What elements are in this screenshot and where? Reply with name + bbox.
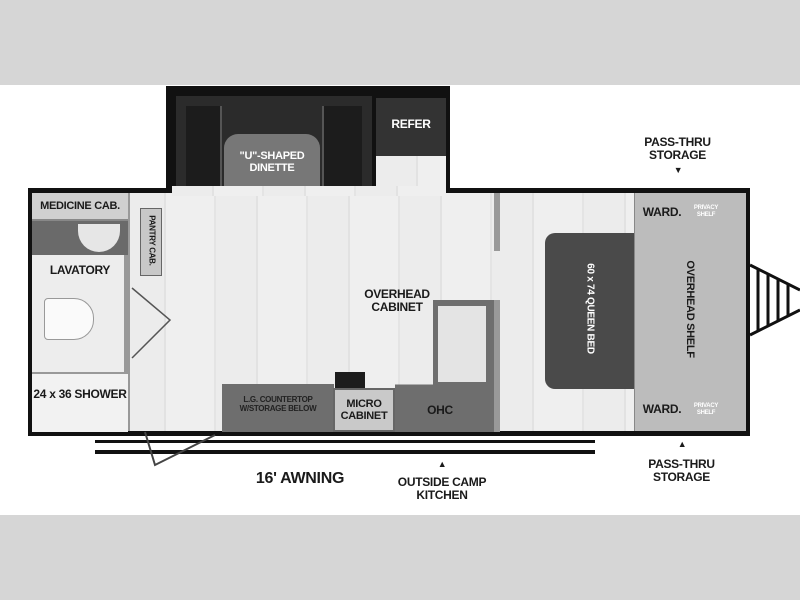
awning-rail xyxy=(95,440,595,454)
top-band xyxy=(0,0,800,85)
pantry-cabinet xyxy=(140,208,162,276)
arrow-down-icon: ▼ xyxy=(673,165,683,175)
overhead-cabinet-label: OVERHEAD CABINET xyxy=(364,287,430,315)
overhead-shelf-label: OVERHEAD SHELF xyxy=(684,260,697,358)
queen-bed xyxy=(545,233,635,389)
bathroom-door-swing xyxy=(131,287,172,359)
privacy-shelf-bottom-label: PRIVACY SHELF xyxy=(693,403,719,416)
refer-label: REFER xyxy=(391,117,431,131)
ward-top-label: WARD. xyxy=(642,205,682,219)
lavatory-label: LAVATORY xyxy=(49,263,111,277)
medicine-cab-label: MEDICINE CAB. xyxy=(40,200,120,212)
bottom-band xyxy=(0,515,800,600)
toilet-icon xyxy=(44,298,94,340)
ward-bottom-label: WARD. xyxy=(642,402,682,416)
bedroom-wall-upper xyxy=(494,193,500,251)
pass-thru-storage-bottom-label: PASS-THRU STORAGE xyxy=(648,457,715,485)
kitchen-sink-icon xyxy=(438,306,486,382)
bed-label: 60 x 74 QUEEN BED xyxy=(584,263,596,354)
micro-cabinet-label: MICRO CABINET xyxy=(340,398,388,423)
countertop xyxy=(222,384,334,432)
micro-cabinet xyxy=(333,388,395,432)
medicine-cabinet xyxy=(32,193,128,221)
pantry-cab-label: PANTRY CAB. xyxy=(147,215,157,266)
refrigerator xyxy=(376,98,446,156)
dinette-seat-left xyxy=(186,106,222,190)
shower xyxy=(32,372,128,432)
stove-icon xyxy=(335,372,365,388)
dinette-label: "U"-SHAPED DINETTE xyxy=(239,150,305,175)
slideout-opening xyxy=(172,186,446,196)
entry-door-swing xyxy=(144,431,216,467)
ohc-label: OHC xyxy=(427,403,453,417)
camp-kitchen-arrow-icon: ▲ xyxy=(437,459,447,469)
awning-label: 16' AWNING xyxy=(255,470,345,487)
shower-label: 24 x 36 SHOWER xyxy=(33,387,127,401)
countertop-label: L.G. COUNTERTOP W/STORAGE BELOW xyxy=(239,395,317,413)
dinette-table xyxy=(224,134,320,190)
camp-kitchen-label: OUTSIDE CAMP KITCHEN xyxy=(397,475,487,503)
dinette-seat-right xyxy=(322,106,362,190)
wardrobe-area xyxy=(634,193,746,431)
pass-thru-storage-top-label: PASS-THRU STORAGE xyxy=(644,135,711,163)
privacy-shelf-top-label: PRIVACY SHELF xyxy=(693,205,719,218)
arrow-up-icon: ▲ xyxy=(677,439,687,449)
bedroom-wall-lower xyxy=(494,300,500,432)
hitch-icon xyxy=(749,263,800,337)
